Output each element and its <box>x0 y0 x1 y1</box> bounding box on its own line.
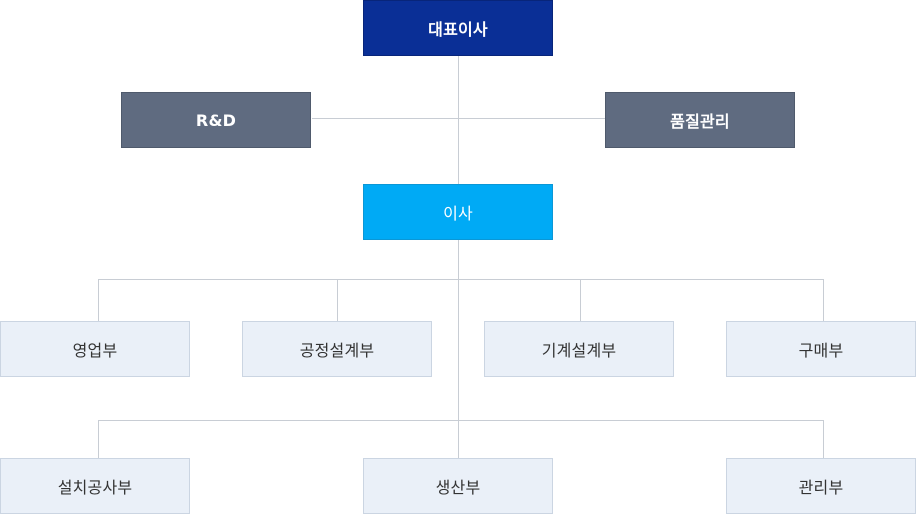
connector-row1-horizontal <box>98 279 824 280</box>
connector-row1-drop-1 <box>98 279 99 321</box>
connector-row2-drop-1 <box>98 420 99 458</box>
connector-row1-drop-2 <box>337 279 338 321</box>
connector-row1-drop-4 <box>823 279 824 321</box>
department-box-production: 생산부 <box>363 458 553 514</box>
ceo-box: 대표이사 <box>363 0 553 56</box>
quality-management-box: 품질관리 <box>605 92 795 148</box>
connector-row2-drop-3 <box>823 420 824 458</box>
rnd-box: R&D <box>121 92 311 148</box>
department-box-process-design: 공정설계부 <box>242 321 432 377</box>
department-box-mechanical-design: 기계설계부 <box>484 321 674 377</box>
director-box: 이사 <box>363 184 553 240</box>
department-box-purchasing: 구매부 <box>726 321 916 377</box>
department-box-sales: 영업부 <box>0 321 190 377</box>
connector-advisory <box>312 118 605 119</box>
department-box-management: 관리부 <box>726 458 916 514</box>
department-box-installation: 설치공사부 <box>0 458 190 514</box>
connector-row1-drop-3 <box>580 279 581 321</box>
connector-trunk <box>458 56 459 458</box>
connector-row2-horizontal <box>98 420 824 421</box>
